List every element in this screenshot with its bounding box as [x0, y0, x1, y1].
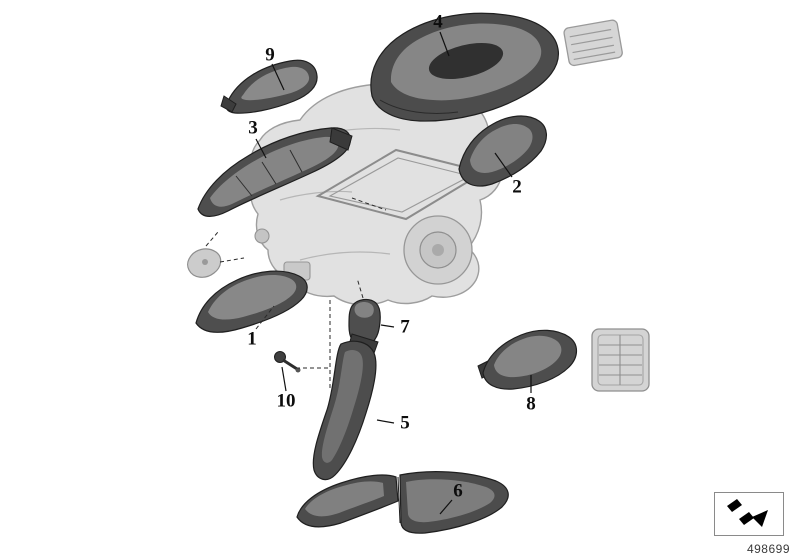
- callout-5[interactable]: 5: [400, 412, 410, 434]
- callout-10[interactable]: 10: [276, 390, 296, 412]
- page-link-arrow-icon: [727, 499, 768, 527]
- callout-9[interactable]: 9: [265, 44, 275, 66]
- dash-vent-grille-right: [591, 328, 650, 392]
- part-sensor-10[interactable]: [274, 351, 301, 373]
- dash-vent-grille-top: [563, 19, 623, 67]
- part-duct-2[interactable]: [458, 115, 547, 187]
- leader-lines: [255, 31, 532, 515]
- callout-6[interactable]: 6: [453, 480, 463, 502]
- schematic-link-box[interactable]: [714, 492, 784, 536]
- part-duct-5[interactable]: [312, 333, 379, 481]
- diagram-number: 498699: [746, 542, 790, 556]
- callout-7[interactable]: 7: [400, 316, 410, 338]
- alignment-dashed-lines: [205, 197, 387, 390]
- part-duct-4[interactable]: [370, 12, 560, 122]
- part-duct-7[interactable]: [348, 298, 381, 347]
- part-duct-8[interactable]: [477, 329, 578, 390]
- part-duct-1[interactable]: [195, 270, 308, 333]
- callout-1[interactable]: 1: [247, 328, 257, 350]
- part-duct-3[interactable]: [197, 127, 353, 217]
- callout-8[interactable]: 8: [526, 393, 536, 415]
- part-duct-6[interactable]: [296, 471, 509, 534]
- callout-2[interactable]: 2: [512, 176, 522, 198]
- part-duct-9[interactable]: [220, 59, 318, 114]
- mounting-bracket: [186, 248, 222, 278]
- callout-3[interactable]: 3: [248, 117, 258, 139]
- callout-4[interactable]: 4: [433, 11, 443, 33]
